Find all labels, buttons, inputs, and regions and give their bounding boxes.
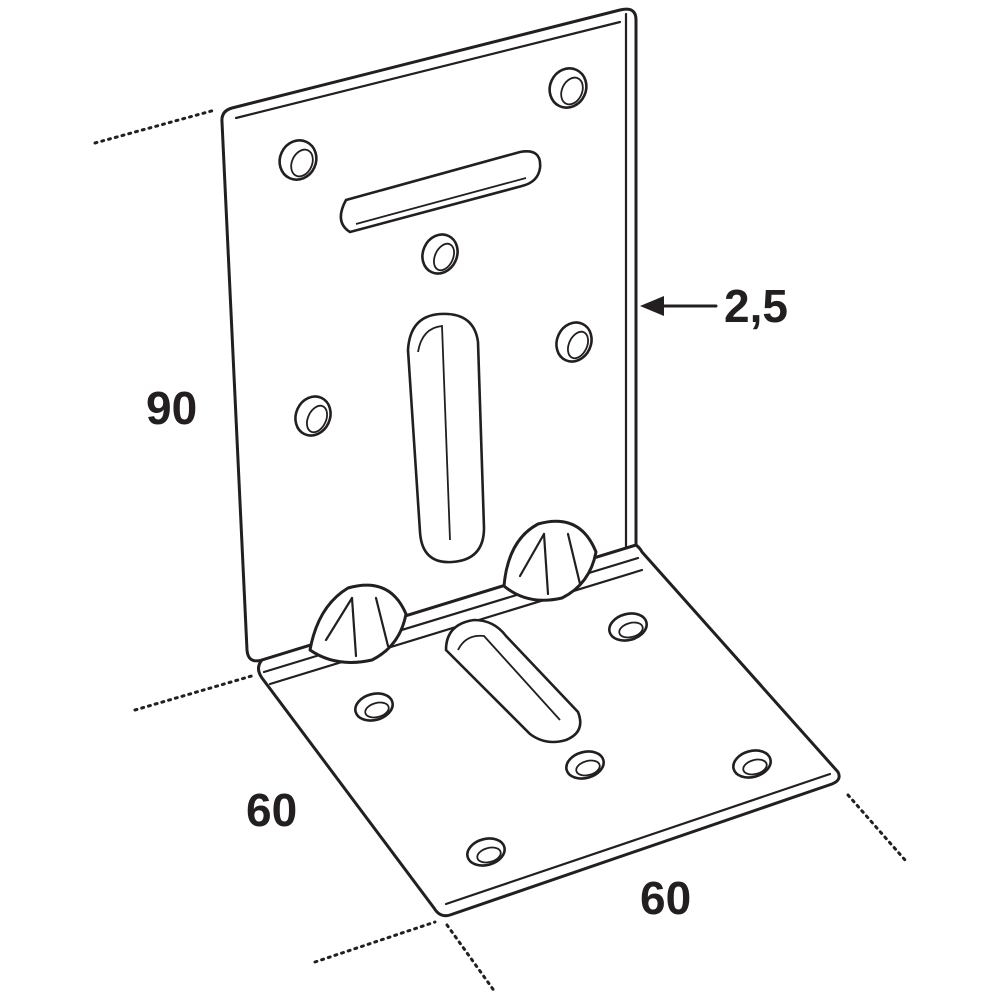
base-slot — [444, 618, 582, 744]
hole-v2-inner — [290, 148, 314, 178]
thickness-arrow-head — [640, 296, 664, 316]
extension-line-bend — [133, 673, 257, 712]
rib-left-line1 — [324, 596, 354, 642]
rib-left-line3 — [374, 596, 390, 648]
hole-b4-inner — [742, 758, 768, 776]
extension-line-front-left — [313, 920, 437, 964]
rib-right-line2 — [542, 532, 550, 596]
horizontal-slot-inner — [355, 177, 527, 225]
rib-right — [502, 519, 598, 602]
rib-left — [308, 583, 408, 664]
height-label: 90 — [146, 382, 197, 434]
stiffening-ribs — [308, 519, 598, 664]
width-label: 60 — [640, 872, 691, 924]
dimension-extension-lines — [93, 108, 907, 994]
extension-line-front-bottom — [445, 923, 497, 994]
vertical-slot-inner — [417, 325, 451, 541]
hole-v1-inner — [560, 76, 584, 106]
depth-label: 60 — [246, 784, 297, 836]
thickness-label: 2,5 — [724, 280, 788, 332]
thickness-indicator — [640, 296, 718, 316]
hole-v5-inner — [306, 404, 328, 434]
rib-left-line2 — [350, 596, 358, 658]
hole-v4-inner — [567, 330, 589, 360]
rib-right-line1 — [518, 532, 546, 578]
base-slot-inner — [457, 634, 561, 721]
hole-b3-inner — [575, 759, 601, 777]
hole-v3-inner — [433, 242, 455, 272]
base-plate-holes — [354, 612, 772, 867]
hole-b2-inner — [364, 701, 390, 719]
horizontal-slot — [339, 150, 542, 234]
vertical-plate-holes — [278, 67, 593, 564]
hole-b5-inner — [476, 846, 502, 864]
base-front-edge — [444, 772, 832, 906]
extension-line-right — [846, 793, 907, 862]
extension-line-top — [93, 108, 217, 145]
hole-b1-inner — [618, 621, 644, 639]
rib-right-line3 — [566, 532, 582, 586]
plate-top-inner-edge — [234, 20, 622, 120]
